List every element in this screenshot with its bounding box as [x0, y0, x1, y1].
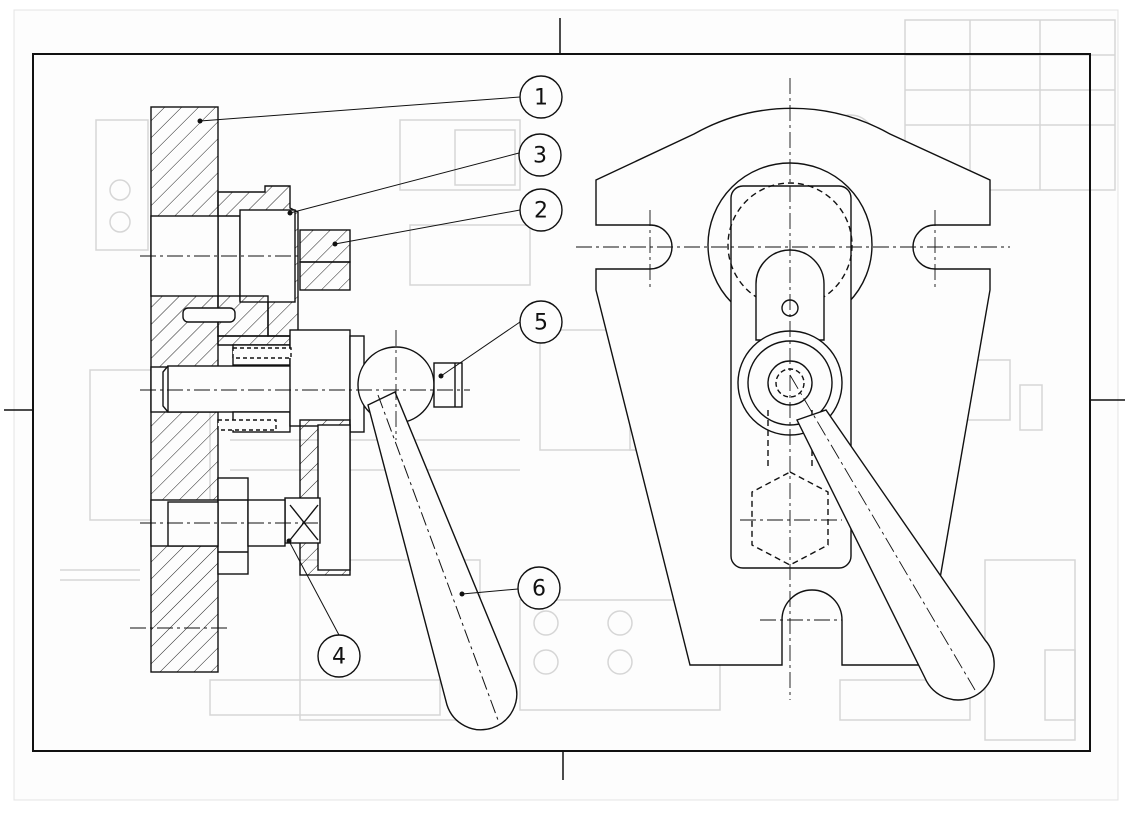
clamp-block-part-2: [299, 229, 351, 263]
hex-nut: [751, 471, 829, 566]
balloon-1: 1: [519, 75, 563, 119]
leader-dots: [197, 118, 465, 597]
balloon-4: 4: [317, 634, 361, 678]
front-view: [595, 107, 995, 701]
lever-handle-part-6: [367, 391, 518, 731]
balloon-2: 2: [519, 188, 563, 232]
balloon-label-6: 6: [532, 577, 546, 602]
leader-lines: [199, 96, 521, 636]
front-lever: [796, 409, 995, 701]
stud-part-5: [433, 362, 463, 408]
central-shaft: [162, 329, 365, 433]
balloon-5: 5: [519, 300, 563, 344]
balloon-6: 6: [517, 566, 561, 610]
bleed-through-layer: [60, 19, 1116, 741]
balloon-label-3: 3: [533, 144, 547, 169]
centering-marks: [4, 18, 1125, 780]
balloon-label-2: 2: [534, 199, 548, 224]
section-centerlines: [130, 255, 470, 629]
border-frame: [32, 53, 1091, 752]
balloon-label-5: 5: [534, 311, 548, 336]
balloon-label-1: 1: [534, 86, 548, 111]
balloon-label-4: 4: [332, 645, 346, 670]
balloon-3: 3: [518, 133, 562, 177]
front-centerlines: [576, 78, 1010, 700]
cover-plate: [284, 419, 351, 576]
pin: [182, 307, 292, 431]
